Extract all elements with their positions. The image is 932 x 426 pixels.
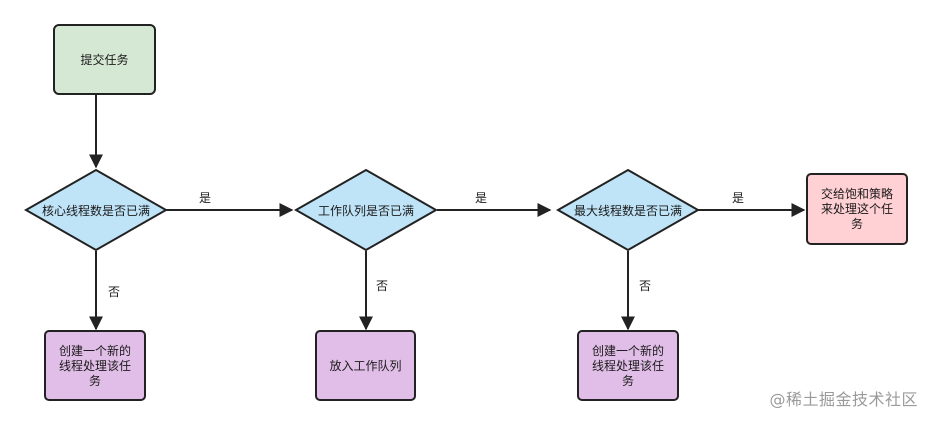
action-create-max-thread-line-1: 创建一个新的 — [592, 343, 664, 358]
action-create-core-thread: 创建一个新的 线程处理该任 务 — [44, 330, 146, 401]
action-create-max-thread: 创建一个新的 线程处理该任 务 — [577, 330, 679, 401]
reject-policy-line-1: 交给饱和策略 — [821, 186, 893, 201]
edge-label-no-3: 否 — [639, 279, 651, 293]
action-create-max-thread-shape — [577, 330, 679, 401]
edge-label-no-1: 否 — [108, 285, 120, 299]
action-create-core-thread-line-3: 务 — [89, 373, 101, 388]
decision-work-queue-label: 工作队列是否已满 — [318, 203, 414, 218]
start-node-label: 提交任务 — [80, 52, 128, 67]
reject-policy-node: 交给饱和策略 来处理这个任 务 — [806, 173, 908, 245]
decision-work-queue-shape — [293, 168, 439, 252]
action-create-core-thread-line-2: 线程处理该任 — [59, 358, 131, 373]
decision-core-threads: 核心线程数是否已满 — [23, 168, 169, 252]
edge-label-yes-3: 是 — [732, 191, 744, 205]
action-create-max-thread-line-3: 务 — [622, 373, 634, 388]
edge-label-no-2: 否 — [376, 279, 388, 293]
edges — [89, 95, 806, 331]
edge-label-yes-1: 是 — [199, 191, 211, 205]
action-enqueue-shape — [315, 330, 416, 401]
action-create-core-thread-line-1: 创建一个新的 — [59, 343, 131, 358]
decision-max-threads-label: 最大线程数是否已满 — [574, 203, 682, 218]
watermark: @稀土掘金技术社区 — [769, 390, 918, 409]
action-enqueue-label: 放入工作队列 — [329, 358, 401, 373]
reject-policy-node-shape — [806, 173, 908, 245]
reject-policy-line-2: 来处理这个任 — [821, 201, 893, 216]
decision-max-threads-shape — [555, 168, 701, 252]
decision-work-queue: 工作队列是否已满 — [293, 168, 439, 252]
action-create-max-thread-line-2: 线程处理该任 — [592, 358, 664, 373]
edge-label-yes-2: 是 — [475, 191, 487, 205]
start-node: 提交任务 — [53, 24, 156, 95]
decision-core-threads-shape — [23, 168, 169, 252]
start-node-shape — [53, 24, 156, 95]
decision-max-threads: 最大线程数是否已满 — [555, 168, 701, 252]
action-enqueue: 放入工作队列 — [315, 330, 416, 401]
reject-policy-line-3: 务 — [851, 216, 863, 231]
decision-core-threads-label: 核心线程数是否已满 — [42, 203, 150, 218]
action-create-core-thread-shape — [44, 330, 146, 401]
